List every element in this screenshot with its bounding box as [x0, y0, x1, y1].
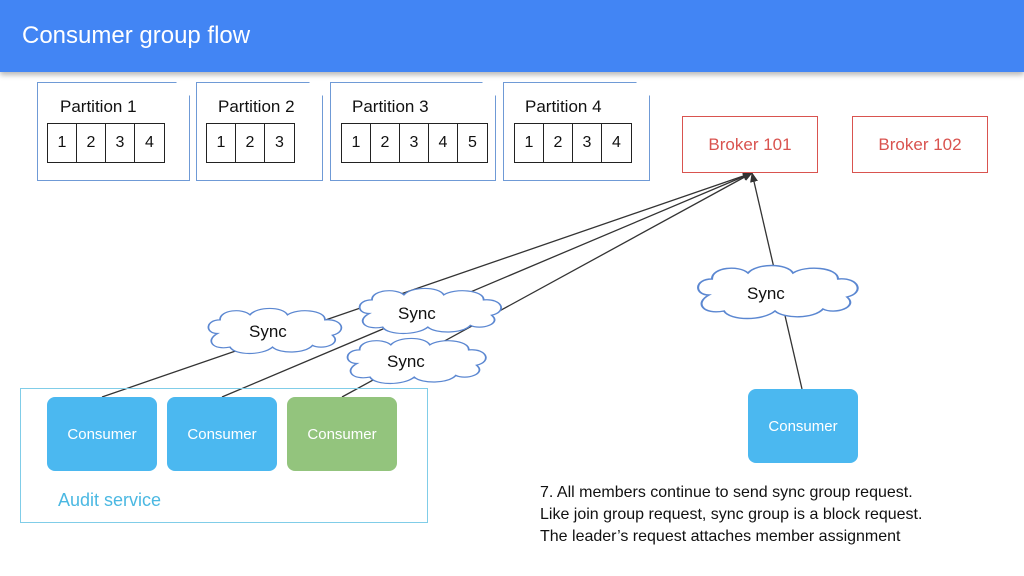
partition-cell: 3: [106, 124, 135, 162]
note-line-2: Like join group request, sync group is a…: [540, 506, 923, 523]
partition-4-box: [503, 82, 650, 181]
partition-cell: 3: [573, 124, 602, 162]
step-note: 7. All members continue to send sync gro…: [540, 482, 1020, 548]
partition-1-cells: 1 2 3 4: [47, 123, 165, 163]
partition-cell: 2: [544, 124, 573, 162]
partition-4-cells: 1 2 3 4: [514, 123, 632, 163]
partition-cell: 2: [236, 124, 265, 162]
partition-cell: 1: [48, 124, 77, 162]
partition-cell: 5: [468, 134, 477, 151]
page-title: Consumer group flow: [22, 22, 251, 49]
broker-102: Broker 102: [852, 116, 988, 173]
partition-cell: 1: [515, 124, 544, 162]
partition-cell: 4: [145, 134, 154, 151]
partition-cell: 2: [371, 124, 400, 162]
partition-cell: 1: [342, 124, 371, 162]
header-bar: Consumer group flow: [0, 0, 1024, 72]
partition-cell: 4: [612, 134, 621, 151]
partition-1-title: Partition 1: [60, 97, 137, 116]
sync-cloud-1-label: Sync: [249, 322, 287, 341]
partition-cell: 1: [207, 124, 236, 162]
partition-2-box: [196, 82, 323, 181]
consumer-3-leader: Consumer: [287, 397, 397, 471]
consumer-4: Consumer: [748, 389, 858, 463]
audit-service-label: Audit service: [58, 490, 162, 510]
consumer-1: Consumer: [47, 397, 157, 471]
partition-2-cells: 1 2 3: [206, 123, 295, 163]
sync-cloud-2-label: Sync: [398, 304, 436, 323]
connection-line-consumer-2: [221, 172, 753, 398]
partition-3-box: [330, 82, 496, 181]
sync-cloud-4-label: Sync: [747, 284, 785, 303]
partition-cell: 3: [400, 124, 429, 162]
broker-101: Broker 101: [682, 116, 818, 173]
audit-service-group: [20, 388, 428, 523]
partition-cell: 3: [275, 134, 284, 151]
partition-3-title: Partition 3: [352, 97, 429, 116]
partition-3-cells: 1 2 3 4 5: [341, 123, 488, 163]
partition-cell: 2: [77, 124, 106, 162]
sync-cloud-3-label: Sync: [387, 352, 425, 371]
note-line-1: 7. All members continue to send sync gro…: [540, 484, 913, 501]
partition-2-title: Partition 2: [218, 97, 295, 116]
partition-4-title: Partition 4: [525, 97, 602, 116]
consumer-2: Consumer: [167, 397, 277, 471]
note-line-3: The leader’s request attaches member ass…: [540, 528, 901, 545]
connection-line-consumer-1: [101, 172, 753, 398]
partition-cell: 4: [429, 124, 458, 162]
